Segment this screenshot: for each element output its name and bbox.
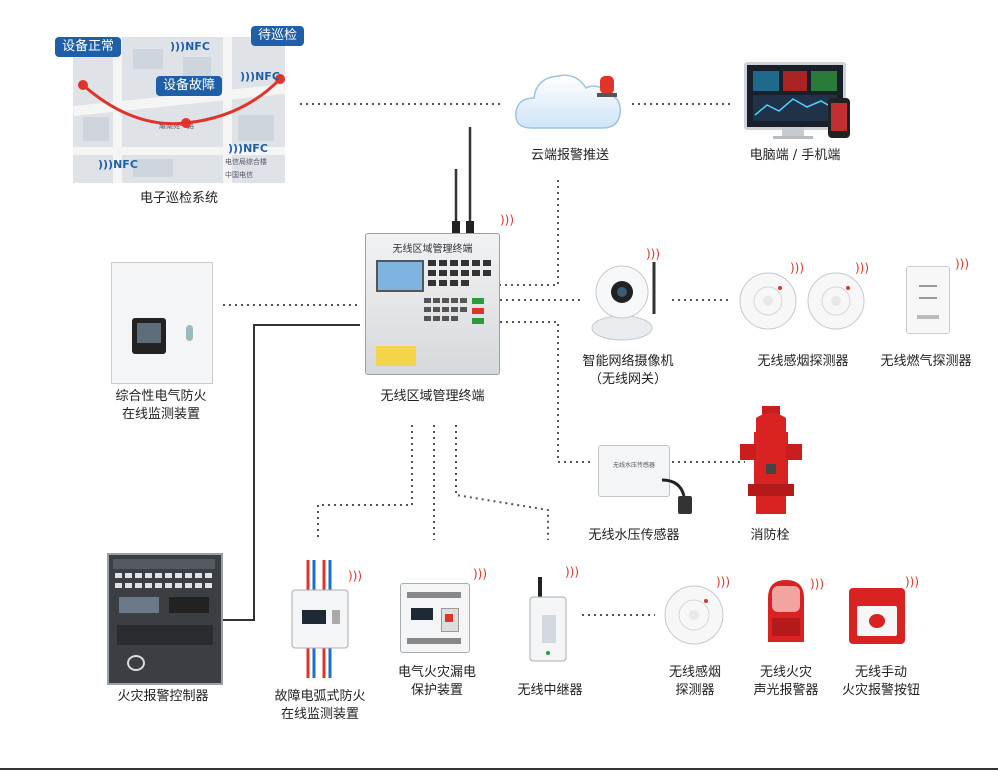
terminal-panel-title: 无线区域管理终端 [392, 244, 473, 255]
wireless-signal-icon: ))) [716, 575, 731, 589]
camera-icon [591, 262, 656, 341]
smoke-detector-bottom-label-2: 探测器 [675, 683, 715, 698]
smoke-detector-top-label: 无线感烟探测器 [757, 354, 849, 369]
sound-light-alarm-label-2: 声光报警器 [753, 683, 819, 698]
repeater-label: 无线中继器 [517, 683, 583, 698]
nfc-tag-icon: )))NFC [228, 142, 268, 155]
patrol-route [78, 74, 285, 128]
smoke-detector-icon [664, 585, 724, 645]
wireless-signal-icon: ))) [790, 261, 805, 275]
manual-alarm-button-icon [849, 588, 905, 644]
status-normal-badge: 设备正常 [55, 37, 122, 57]
electrical-monitor-label-1: 综合性电气防火 [115, 389, 207, 404]
camera-label-2: （无线网关） [588, 372, 667, 387]
manual-button-label-2: 火灾报警按钮 [841, 683, 920, 698]
hydrant-icon [740, 406, 802, 514]
fire-controller-device [107, 553, 223, 685]
gas-detector-icon [906, 266, 950, 334]
wireless-signal-icon: ))) [646, 247, 661, 261]
link-terminal-water [500, 321, 592, 463]
hydrant-label: 消防栓 [750, 528, 790, 543]
terminal-device: 无线区域管理终端 [365, 233, 500, 375]
map-label: 中国电信 [225, 171, 253, 179]
link-terminal-repeater [455, 425, 549, 540]
wireless-signal-icon: ))) [855, 261, 870, 275]
electrical-monitor-label-2: 在线监测装置 [121, 407, 200, 422]
patrol-label: 电子巡检系统 [139, 191, 218, 206]
smoke-detector-icon [739, 272, 865, 330]
status-pending-badge: 待巡检 [251, 26, 305, 46]
electrical-monitor-device [111, 262, 213, 384]
water-sensor-label: 无线水压传感器 [588, 528, 680, 543]
gas-detector-label: 无线燃气探测器 [880, 354, 972, 369]
manual-button-label-1: 无线手动 [854, 665, 907, 680]
warning-sticker [376, 346, 416, 366]
sensor-probe-icon [661, 478, 692, 514]
water-sensor-device-text: 无线水压传感器 [612, 462, 655, 469]
patrol-map: 耀南苑一路 电信局综合楼 中国电信 [73, 37, 285, 183]
phone-icon [828, 98, 850, 138]
wireless-signal-icon: ))) [348, 569, 363, 583]
nfc-tag-icon: )))NFC [170, 40, 210, 53]
pc-label: 电脑端 / 手机端 [749, 148, 841, 163]
arc-monitor-label-1: 故障电弧式防火 [274, 689, 366, 704]
nfc-tag-icon: )))NFC [240, 70, 280, 83]
fire-controller-label: 火灾报警控制器 [117, 689, 209, 704]
status-fault-badge: 设备故障 [156, 76, 223, 96]
leakage-label-1: 电气火灾漏电 [397, 665, 476, 680]
monitor-icon [744, 62, 846, 130]
wireless-signal-icon: ))) [905, 575, 920, 589]
wireless-signal-icon: ))) [955, 257, 970, 271]
smoke-detector-bottom-label-1: 无线感烟 [668, 665, 721, 680]
footer-divider [0, 768, 998, 770]
leakage-label-2: 保护装置 [410, 683, 463, 698]
cloud-label: 云端报警推送 [530, 148, 609, 163]
map-label: 电信局综合楼 [225, 158, 267, 166]
leakage-protector-icon [400, 583, 470, 653]
wireless-signal-icon: ))) [473, 567, 488, 581]
nfc-tag-icon: )))NFC [98, 158, 138, 171]
sound-light-alarm-icon [768, 580, 804, 642]
terminal-screen [376, 260, 424, 292]
wireless-signal-icon: ))) [500, 213, 515, 227]
map-label: 耀南苑一路 [159, 122, 194, 130]
monitor-base [773, 136, 813, 139]
camera-label-1: 智能网络摄像机 [582, 354, 674, 369]
wireless-signal-icon: ))) [810, 577, 825, 591]
terminal-label: 无线区域管理终端 [380, 389, 485, 404]
arc-monitor-icon [291, 560, 349, 678]
wireless-signal-icon: ))) [565, 565, 580, 579]
antenna-icon [452, 127, 474, 233]
monitor-stand [782, 127, 804, 137]
water-sensor-device: 无线水压传感器 [598, 445, 670, 497]
repeater-icon [529, 577, 567, 662]
cloud-icon [515, 74, 621, 129]
arc-monitor-label-2: 在线监测装置 [280, 707, 359, 722]
link-terminal-arc [317, 425, 413, 540]
link-controller-terminal [222, 324, 360, 621]
sound-light-alarm-label-1: 无线火灾 [759, 665, 812, 680]
